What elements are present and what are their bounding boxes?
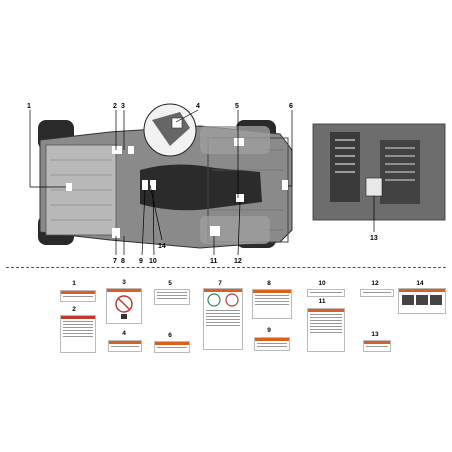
decal-3 <box>106 288 142 324</box>
decal-11 <box>307 308 345 352</box>
callout-10: 10 <box>149 258 157 265</box>
label-14: 14 <box>416 280 424 287</box>
label-9: 9 <box>267 327 271 334</box>
callout-14: 14 <box>158 243 166 250</box>
decal-7 <box>203 288 243 350</box>
callout-13: 13 <box>370 235 378 242</box>
decal-8 <box>252 289 292 319</box>
callout-7: 7 <box>113 258 117 265</box>
label-4: 4 <box>122 330 126 337</box>
atv-top-view-illustration: 1 2 3 4 5 6 7 8 9 10 11 12 13 14 <box>27 103 446 265</box>
callout-6: 6 <box>289 103 293 110</box>
decal-13 <box>363 340 391 352</box>
label-6: 6 <box>168 332 172 339</box>
callout-1: 1 <box>27 103 31 110</box>
callout-3: 3 <box>121 103 125 110</box>
no-passenger-icon <box>115 295 133 319</box>
label-13: 13 <box>371 331 379 338</box>
decal-9 <box>254 337 290 351</box>
inset-detail-view <box>312 123 446 221</box>
callout-2: 2 <box>113 103 117 110</box>
decal-10 <box>307 289 345 297</box>
callout-4: 4 <box>196 103 200 110</box>
decal-14 <box>398 288 446 314</box>
callout-11: 11 <box>210 258 218 265</box>
callout-12: 12 <box>234 258 242 265</box>
atv-pictograms <box>402 295 442 305</box>
label-5: 5 <box>168 280 172 287</box>
label-2: 2 <box>72 306 76 313</box>
label-3: 3 <box>122 279 126 286</box>
callout-numbers: 1 2 3 4 5 6 7 8 9 10 11 12 13 14 <box>27 103 378 265</box>
decal-12 <box>360 289 394 297</box>
label-10: 10 <box>318 280 326 287</box>
callout-5: 5 <box>235 103 239 110</box>
age-warning-icons <box>207 293 239 307</box>
callout-leaders <box>29 109 375 256</box>
label-12: 12 <box>371 280 379 287</box>
detail-magnifier <box>143 103 197 157</box>
callout-9: 9 <box>139 258 143 265</box>
decal-5 <box>154 289 190 305</box>
decal-2 <box>60 315 96 353</box>
label-8: 8 <box>267 280 271 287</box>
decal-4 <box>108 340 142 352</box>
decal-1 <box>60 290 96 302</box>
decal-6 <box>154 341 190 353</box>
atv-body <box>38 120 293 249</box>
callout-8: 8 <box>121 258 125 265</box>
label-11: 11 <box>318 298 326 305</box>
label-7: 7 <box>218 280 222 287</box>
label-1: 1 <box>72 280 76 287</box>
section-divider <box>6 267 446 268</box>
